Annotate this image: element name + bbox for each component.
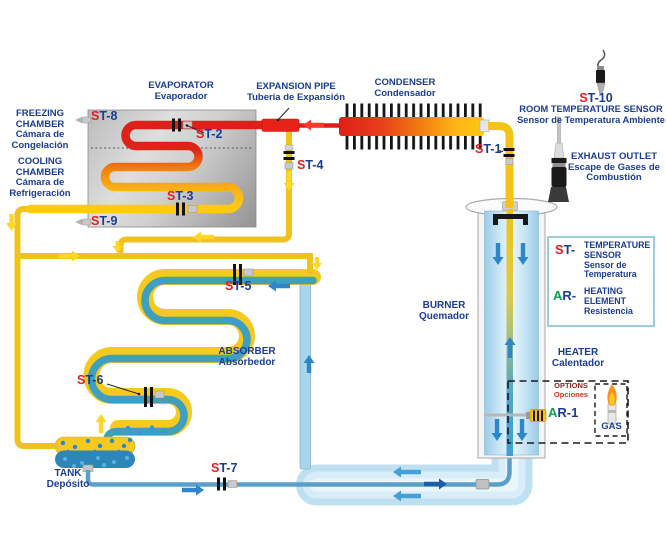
condenser-outlet-connector: [479, 119, 490, 132]
tank: [54, 436, 136, 472]
freezing-chamber-label: FREEZING CHAMBER Cámara de Congelación: [11, 108, 69, 151]
st6-label: ST-6: [77, 373, 104, 387]
st5-label: ST-5: [225, 279, 252, 293]
st8-label: ST-8: [91, 109, 118, 123]
st9-label: ST-9: [91, 214, 118, 228]
legend-heating-element: HEATING ELEMENT Resistencia: [584, 286, 633, 316]
legend-st-prefix: ST-: [555, 242, 576, 257]
room-temperature-sensor-label: ROOM TEMPERATURE SENSOR Sensor de Temper…: [517, 104, 665, 125]
st3-sensor-marker: [176, 202, 198, 216]
condenser-fins-bottom: [345, 135, 482, 150]
legend-box: [547, 236, 655, 327]
st4-label: ST-4: [297, 158, 324, 172]
flow-arrow-left-blue: [268, 280, 290, 292]
thin-solution-pipe: [85, 455, 512, 490]
tank-dots-top: [60, 437, 133, 455]
condenser-label: CONDENSER Condensador: [374, 77, 436, 99]
flow-arrow-left-red: [303, 119, 324, 131]
st3-label: ST-3: [167, 189, 194, 203]
flow-arrow-down-yellow: [283, 171, 295, 191]
burner-label: BURNER Quemador: [418, 300, 469, 322]
flow-arrow-right-blue: [182, 484, 204, 496]
absorber-coil: [83, 269, 321, 451]
flow-arrow-down-blue: [517, 243, 529, 265]
flow-arrow-down-yellow: [112, 241, 123, 253]
st1-label: ST-1: [475, 142, 502, 156]
flow-arrows: [6, 119, 529, 502]
heater-label: HEATER Calentador: [551, 347, 605, 369]
st1-sensor-marker: [503, 148, 515, 165]
st2-label: ST-2: [196, 127, 223, 141]
burner-bracket: [493, 214, 528, 225]
flow-arrow-left-yellow: [193, 231, 214, 243]
flow-arrow-up-blue: [504, 337, 516, 358]
flow-arrow-down-yellow: [312, 257, 322, 270]
condenser-fins-top: [345, 103, 482, 118]
condensate-supply-pipe: [488, 122, 514, 208]
pointer-lines: [106, 107, 504, 396]
flow-arrow-right-yellow: [59, 250, 80, 262]
st5-sensor-marker: [233, 264, 254, 285]
exhaust-nozzle-icon: [548, 116, 569, 202]
flow-arrow-down-blue: [492, 243, 504, 265]
expansion-pipe-label: EXPANSION PIPE Tubería de Expansión: [246, 81, 345, 103]
st7-label: ST-7: [211, 461, 238, 475]
expansion-pipe-sleeve: [261, 118, 300, 132]
tank-dots-bottom: [63, 456, 129, 468]
ar1-element-icon: [526, 409, 547, 422]
absorber-label: ABSORBER Absorbedor: [218, 346, 276, 368]
evaporator-coil: [25, 120, 273, 214]
flow-arrow-down-blue: [491, 419, 503, 441]
condenser: [339, 103, 490, 150]
flow-arrow-left-lightblue: [393, 490, 421, 502]
ar1-label: AR-1: [548, 405, 579, 420]
evaporator-label: EVAPORATOR Evaporador: [148, 80, 214, 102]
flow-arrow-down-yellow: [6, 214, 17, 231]
cooling-chamber-label: COOLING CHAMBER Cámara de Refrigeración: [9, 156, 71, 199]
flow-arrow-down-blue: [516, 419, 528, 441]
expansion-pipe: [261, 118, 339, 132]
options-label: OPTIONS Opciones: [553, 381, 589, 399]
flow-arrow-right-darkblue: [424, 478, 447, 490]
st9-probe-icon: [75, 218, 92, 226]
st10-label: ST-10: [579, 91, 613, 105]
st7-sensor-marker: [217, 477, 238, 491]
st8-probe-icon: [75, 116, 92, 124]
gas-label: GAS: [601, 421, 622, 432]
exhaust-outlet-label: EXHAUST OUTLET Escape de Gases de Combus…: [568, 151, 660, 183]
pipe-connector: [475, 479, 490, 490]
tank-label: TANK Depósito: [46, 468, 90, 490]
absorber-riser-pipe: [299, 277, 311, 470]
st4-sensor-marker: [283, 144, 295, 170]
flow-arrow-up-yellow: [95, 414, 107, 433]
burner-center-tube: [506, 209, 513, 456]
gas-flame-icon: [607, 384, 617, 425]
flow-arrow-left-lightblue: [393, 466, 421, 478]
legend-temperature-sensor: TEMPERATURE SENSOR Sensor de Temperatura: [584, 240, 651, 280]
legend-ar-prefix: AR-: [553, 288, 577, 303]
heater-options-box: [484, 380, 629, 444]
st10-probe-icon: [596, 49, 606, 96]
flow-arrow-up-blue: [303, 355, 315, 373]
st6-sensor-marker: [144, 387, 165, 407]
